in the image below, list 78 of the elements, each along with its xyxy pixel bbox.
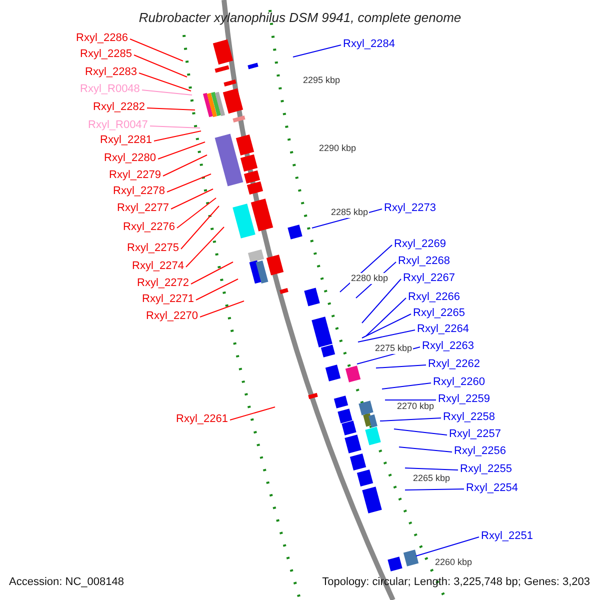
- gene-label: Rxyl_2261: [176, 413, 228, 426]
- leader-line: [230, 406, 276, 420]
- gene-label: Rxyl_2268: [398, 255, 450, 268]
- gene-label: Rxyl_2271: [142, 293, 194, 306]
- gene-label: Rxyl_2286: [76, 32, 128, 45]
- gene-label: Rxyl_2278: [113, 185, 165, 198]
- leader-line: [358, 330, 416, 342]
- gene-label: Rxyl_2262: [428, 358, 480, 371]
- gene-label: Rxyl_2265: [413, 307, 465, 320]
- gene-label: Rxyl_2254: [466, 482, 518, 495]
- leader-line: [158, 142, 206, 160]
- leader-line: [416, 536, 480, 556]
- gene-label: Rxyl_2279: [109, 169, 161, 182]
- gene-label: Rxyl_2273: [384, 202, 436, 215]
- scale-tick-label: 2280 kbp: [350, 273, 390, 284]
- leader-line: [150, 126, 200, 128]
- gene-label: Rxyl_2275: [127, 242, 179, 255]
- scale-tick-label: 2285 kbp: [330, 207, 370, 218]
- leader-line: [134, 54, 188, 78]
- leader-line: [292, 44, 342, 58]
- leader-line: [404, 468, 458, 470]
- scale-tick-label: 2270 kbp: [396, 401, 436, 412]
- gene-label: Rxyl_2285: [80, 48, 132, 61]
- leader-line: [196, 278, 238, 300]
- gene-label: Rxyl_2267: [403, 272, 455, 285]
- leader-line: [366, 298, 406, 336]
- gene-label: Rxyl_2269: [394, 238, 446, 251]
- leader-line: [376, 364, 426, 368]
- leader-line: [142, 90, 192, 96]
- gene-label: Rxyl_2283: [85, 66, 137, 79]
- leader-line: [380, 418, 442, 422]
- gene-label: Rxyl_2270: [146, 310, 198, 323]
- leader-line: [404, 488, 464, 490]
- leader-line: [162, 154, 208, 176]
- leader-line: [394, 428, 448, 436]
- gene-label: Rxyl_2263: [422, 340, 474, 353]
- genome-info-note: Topology: circular; Length: 3,225,748 bp; Genes: 3,203: [322, 576, 590, 589]
- title: Rubrobacter xylanophilus DSM 9941, complete genome: [138, 10, 462, 25]
- gene-label: Rxyl_2255: [460, 463, 512, 476]
- gene-label: Rxyl_R0047: [88, 119, 148, 132]
- gene-label: Rxyl_2256: [454, 445, 506, 458]
- leader-line: [176, 198, 216, 228]
- leader-line: [154, 130, 202, 142]
- leader-line: [180, 206, 220, 250]
- gene-label: Rxyl_2266: [408, 291, 460, 304]
- gene-label: Rxyl_2277: [117, 202, 169, 215]
- gene-label: Rxyl_2281: [100, 134, 152, 147]
- scale-tick-label: 2260 kbp: [434, 557, 474, 568]
- scale-tick-label: 2265 kbp: [412, 473, 452, 484]
- gene-label: Rxyl_2276: [123, 221, 175, 234]
- gene-label: Rxyl_2282: [93, 101, 145, 114]
- gene-label: Rxyl_2280: [104, 152, 156, 165]
- scale-tick-label: 2290 kbp: [318, 143, 358, 154]
- gene-label: Rxyl_2258: [443, 411, 495, 424]
- scale-tick-label: 2275 kbp: [374, 343, 414, 354]
- accession-note: Accession: NC_008148: [9, 576, 124, 589]
- gene-label: Rxyl_2274: [132, 260, 184, 273]
- scale-tick-label: 2295 kbp: [302, 75, 342, 86]
- leader-line: [146, 108, 196, 110]
- gene-label: Rxyl_2272: [137, 277, 189, 290]
- gene-label: Rxyl_2260: [433, 376, 485, 389]
- gene-label: Rxyl_2251: [481, 530, 533, 543]
- leader-line: [186, 226, 224, 268]
- leader-line: [200, 300, 244, 318]
- leader-line: [138, 72, 192, 92]
- leader-line: [398, 446, 452, 452]
- leader-line: [382, 382, 432, 390]
- leader-line: [166, 174, 212, 192]
- gene-label: Rxyl_2284: [343, 38, 395, 51]
- gene-label: Rxyl_2259: [438, 393, 490, 406]
- gene-label: Rxyl_2264: [417, 323, 469, 336]
- leader-line: [130, 38, 184, 62]
- leader-line: [362, 278, 402, 324]
- leader-line: [190, 262, 234, 284]
- leader-line: [362, 314, 412, 338]
- gene-label: Rxyl_2257: [449, 428, 501, 441]
- leader-line: [170, 188, 214, 210]
- gene-label: Rxyl_R0048: [80, 83, 140, 96]
